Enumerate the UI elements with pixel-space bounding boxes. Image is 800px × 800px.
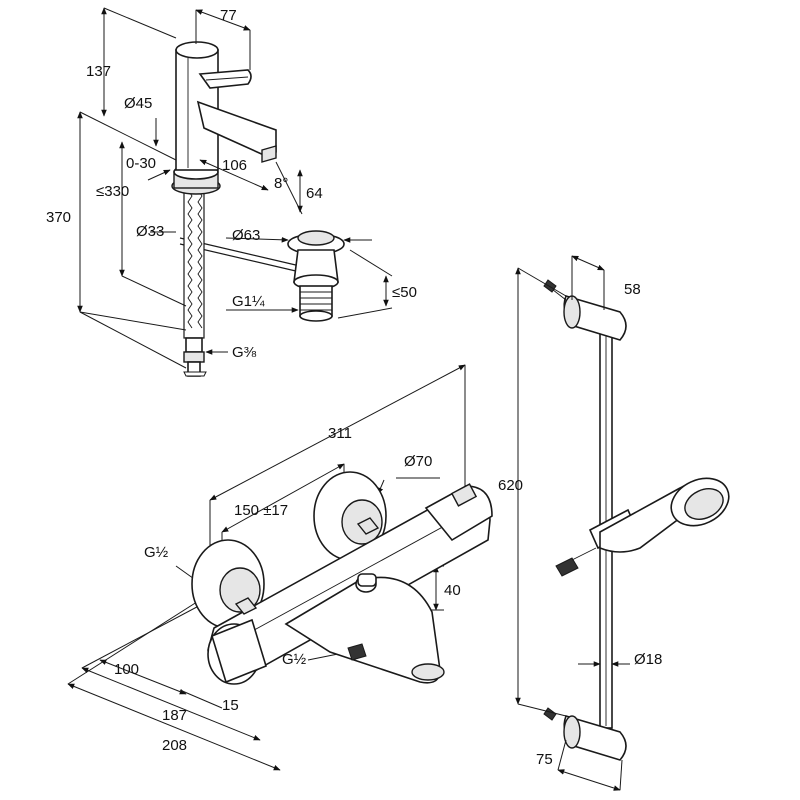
rail-bracket-top	[543, 279, 627, 341]
label-bath-depth-15: 15	[222, 697, 239, 714]
bath-spout	[284, 573, 445, 684]
label-basin-spout-offset: 77	[220, 7, 237, 24]
label-basin-spout-angle: 8°	[274, 175, 288, 192]
label-waste-thread: G1¼	[232, 293, 265, 310]
temperature-handle	[207, 618, 267, 685]
rail-bracket-bottom	[543, 707, 627, 761]
flex-hoses	[183, 187, 205, 339]
flow-handle	[424, 483, 493, 542]
label-basin-spout-reach: 106	[222, 157, 247, 174]
label-rail-bottom-depth: 75	[536, 751, 553, 768]
bath-mixer	[67, 364, 493, 771]
hand-shower	[555, 477, 730, 577]
wall-rose-right	[313, 471, 387, 561]
label-rail-diameter: Ø18	[634, 651, 662, 668]
label-bath-inlet-left: G½	[144, 544, 169, 561]
label-bath-depth-187: 187	[162, 707, 187, 724]
basin-body	[175, 41, 219, 171]
supply-fitting	[183, 337, 207, 377]
label-basin-height-top: 137	[86, 63, 111, 80]
label-waste-cap-diameter: Ø63	[232, 227, 260, 244]
basin-lever	[198, 69, 252, 89]
label-bath-depth-100: 100	[114, 661, 139, 678]
label-basin-hole-diameter: Ø33	[136, 223, 164, 240]
label-bath-depth-208: 208	[162, 737, 187, 754]
label-supply-thread: G⅜	[232, 344, 257, 361]
label-bath-width: 311	[328, 425, 352, 442]
label-bath-outlet: G½	[282, 651, 307, 668]
label-basin-max-depth: ≤330	[96, 183, 129, 200]
label-waste-depth: ≤50	[392, 284, 417, 301]
label-bath-centres: 150 ±17	[234, 502, 288, 519]
label-basin-plate-range: 0-30	[126, 155, 156, 172]
pop-up-waste	[287, 230, 345, 322]
label-bath-rose-diameter: Ø70	[404, 453, 432, 470]
basin-spout	[196, 100, 277, 163]
label-basin-body-diameter: Ø45	[124, 95, 152, 112]
label-basin-spout-height: 64	[306, 185, 323, 202]
dimension-labels: 137 77 Ø45 0-30 106 8° 64 ≤330 370 Ø33 Ø…	[46, 7, 662, 768]
label-basin-total-height: 370	[46, 209, 71, 226]
label-rail-bracket-depth: 58	[624, 281, 641, 298]
label-rail-length: 620	[498, 477, 523, 494]
basin-mixer	[77, 7, 393, 377]
shower-rail-set	[515, 255, 730, 791]
label-bath-spout-drop: 40	[444, 582, 461, 599]
